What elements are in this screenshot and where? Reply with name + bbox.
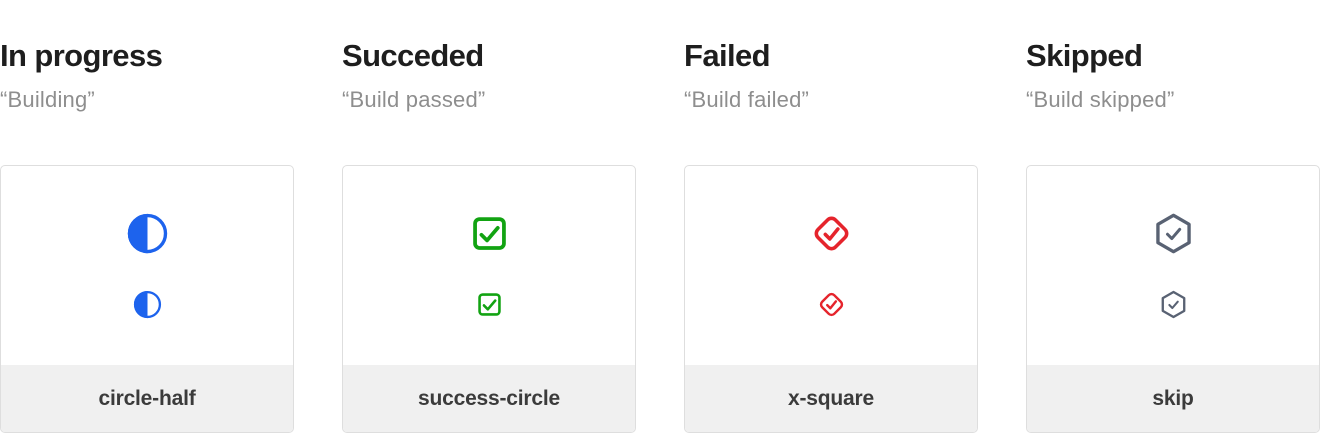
check-diamond-icon-small	[816, 289, 847, 320]
status-column-succeeded: Succeded “Build passed” succes	[342, 0, 636, 434]
check-hexagon-icon-large	[1151, 211, 1196, 256]
icon-preview-area	[1, 166, 293, 365]
icon-card-footer: x-square	[685, 365, 977, 433]
status-title: Succeded	[342, 38, 484, 73]
icon-card: skip	[1026, 165, 1320, 434]
check-hexagon-icon-small	[1158, 289, 1189, 320]
icon-name-label: x-square	[788, 386, 874, 410]
icon-card-footer: skip	[1027, 365, 1319, 433]
check-diamond-icon-large	[809, 211, 854, 256]
icon-preview-area	[685, 166, 977, 365]
status-subtitle: “Build skipped”	[1026, 87, 1175, 112]
status-title: In progress	[0, 38, 163, 73]
circle-half-icon-small	[132, 289, 163, 320]
icon-card: x-square	[684, 165, 978, 434]
icon-preview-area	[343, 166, 635, 365]
icon-card-footer: success-circle	[343, 365, 635, 433]
icon-card: circle-half	[0, 165, 294, 434]
status-subtitle: “Build passed”	[342, 87, 486, 112]
icon-name-label: skip	[1152, 386, 1194, 410]
icon-name-label: success-circle	[418, 386, 560, 410]
status-column-in-progress: In progress “Building” circle-	[0, 0, 294, 434]
status-subtitle: “Build failed”	[684, 87, 810, 112]
icon-card-footer: circle-half	[1, 365, 293, 433]
status-title: Failed	[684, 38, 771, 73]
check-square-icon-large	[467, 211, 512, 256]
icon-name-label: circle-half	[98, 386, 196, 410]
circle-half-icon-large	[125, 211, 170, 256]
icon-preview-area	[1027, 166, 1319, 365]
icon-card: success-circle	[342, 165, 636, 434]
status-column-failed: Failed “Build failed” x-square	[684, 0, 978, 434]
status-subtitle: “Building”	[0, 87, 95, 112]
check-square-icon-small	[474, 289, 505, 320]
status-title: Skipped	[1026, 38, 1143, 73]
status-column-skipped: Skipped “Build skipped” skip	[1026, 0, 1320, 434]
